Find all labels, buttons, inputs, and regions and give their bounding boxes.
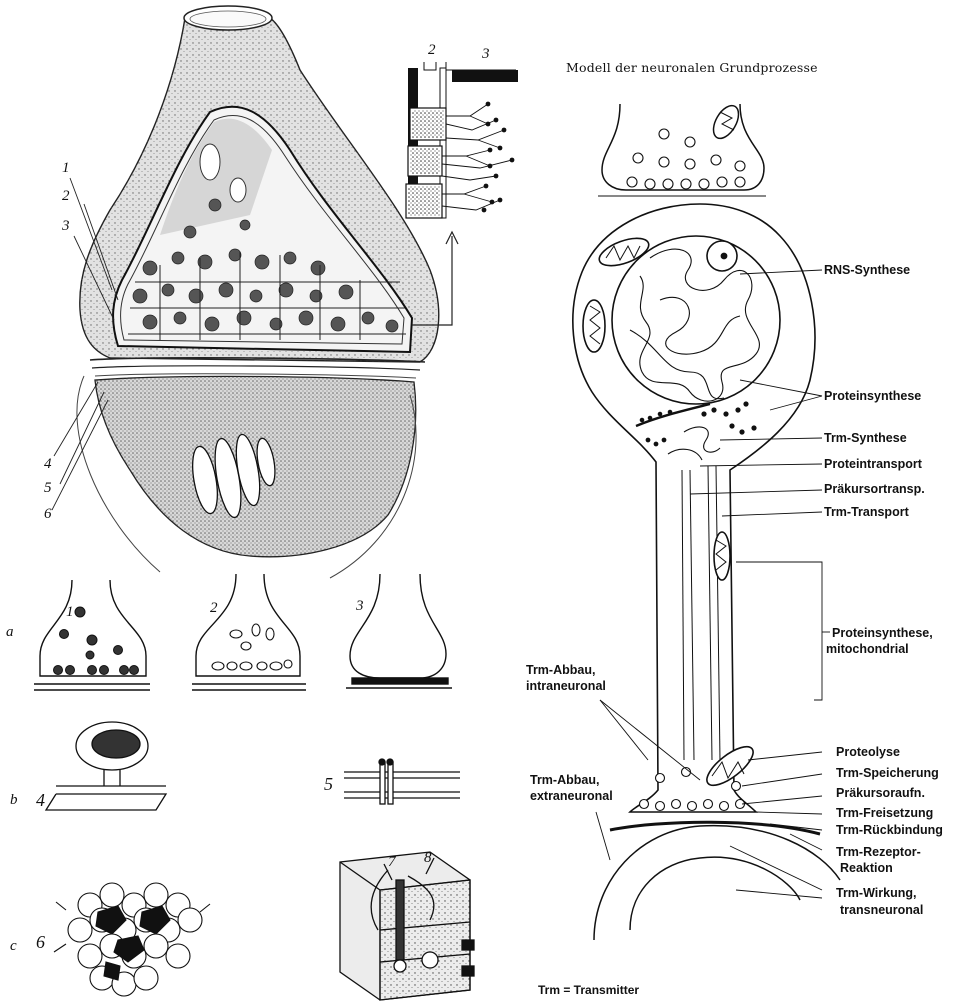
membrane-inset — [406, 62, 518, 218]
label-proteinsynthese: Proteinsynthese — [824, 389, 921, 404]
panel-a2 — [192, 574, 306, 690]
row-letter-b: b — [10, 792, 18, 808]
panel-number-5: 5 — [324, 776, 333, 792]
label-proteolyse: Proteolyse — [836, 745, 900, 760]
panel-number-3: 3 — [356, 598, 364, 614]
label-proteintransport: Proteintransport — [824, 457, 922, 472]
label-trm-synthese: Trm-Synthese — [824, 431, 907, 446]
label-rns-synthese: RNS-Synthese — [824, 263, 910, 278]
diagram-title: Modell der neuronalen Grundprozesse — [566, 60, 818, 75]
panel-number-1: 1 — [66, 604, 74, 620]
label-trm-wirkung-2: transneuronal — [840, 903, 923, 918]
inset-number-2: 2 — [428, 42, 436, 58]
side-number-2: 2 — [62, 188, 70, 204]
postsynaptic-element — [77, 376, 416, 578]
label-trm-abbau-intra-2: intraneuronal — [526, 679, 606, 694]
side-number-5: 5 — [44, 480, 52, 496]
side-number-1: 1 — [62, 160, 70, 176]
row-letter-a: a — [6, 624, 14, 640]
panel-b4 — [46, 722, 166, 810]
panel-c6 — [54, 883, 210, 996]
label-trm-transport: Trm-Transport — [824, 505, 909, 520]
label-trm-rueckbindung: Trm-Rückbindung — [836, 823, 943, 838]
panel-number-4: 4 — [36, 792, 45, 808]
inset-number-3: 3 — [482, 46, 490, 62]
label-trm-abbau-extra-1: Trm-Abbau, — [530, 773, 599, 788]
footnote: Trm = Transmitter — [538, 983, 639, 997]
panel-number-8: 8 — [424, 850, 432, 866]
label-trm-rezeptor-1: Trm-Rezeptor- — [836, 845, 921, 860]
panel-number-7: 7 — [388, 854, 396, 870]
label-trm-abbau-extra-2: extraneuronal — [530, 789, 613, 804]
panel-a3 — [346, 574, 452, 688]
side-number-6: 6 — [44, 506, 52, 522]
label-trm-abbau-intra-1: Trm-Abbau, — [526, 663, 595, 678]
label-trm-speicherung: Trm-Speicherung — [836, 766, 939, 781]
label-praekursoraufn: Präkursoraufn. — [836, 786, 925, 801]
presynaptic-bouton-top — [598, 101, 766, 196]
label-proteinsynthese-mito-2: mitochondrial — [826, 642, 909, 657]
panel-b5 — [344, 759, 460, 804]
label-praekursortransp: Präkursortransp. — [824, 482, 925, 497]
label-trm-rezeptor-2: Reaktion — [840, 861, 893, 876]
panel-a1 — [34, 580, 150, 690]
side-number-4: 4 — [44, 456, 52, 472]
neuron-soma — [573, 204, 815, 812]
panel-number-6: 6 — [36, 934, 45, 950]
row-letter-c: c — [10, 938, 17, 954]
label-trm-wirkung-1: Trm-Wirkung, — [836, 886, 916, 901]
side-number-3: 3 — [62, 218, 70, 234]
panel-c-cube — [340, 852, 474, 1000]
panel-number-2: 2 — [210, 600, 218, 616]
label-trm-freisetzung: Trm-Freisetzung — [836, 806, 933, 821]
label-proteinsynthese-mito-1: Proteinsynthese, — [832, 626, 933, 641]
